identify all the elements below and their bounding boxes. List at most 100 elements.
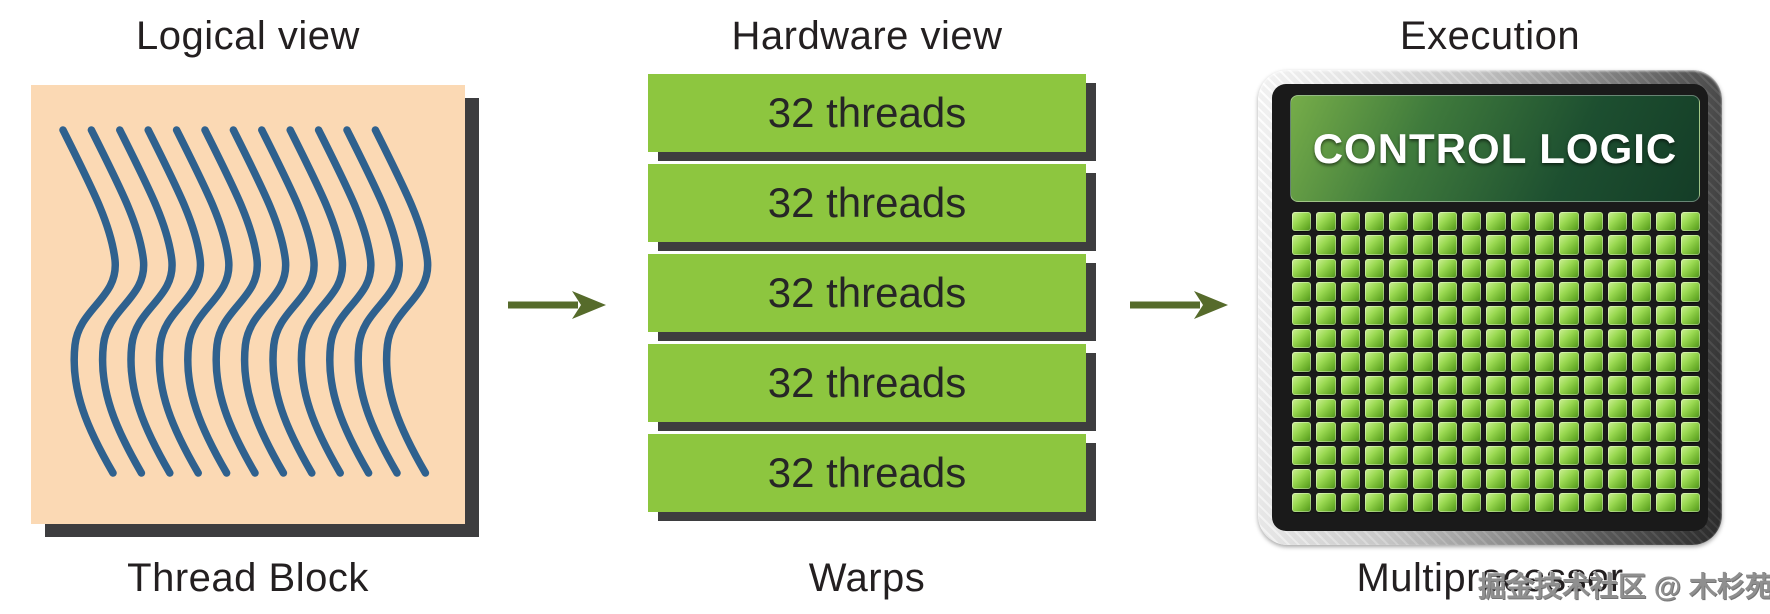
core-cell	[1389, 492, 1409, 512]
core-cell	[1292, 469, 1312, 489]
core-cell	[1340, 422, 1360, 442]
warp-bar-label: 32 threads	[767, 89, 967, 136]
core-cell	[1632, 399, 1652, 419]
core-cell	[1583, 492, 1603, 512]
core-cell	[1364, 445, 1385, 466]
core-cell	[1437, 422, 1458, 442]
core-cell	[1413, 469, 1433, 489]
core-cell	[1364, 399, 1385, 419]
core-cell	[1340, 235, 1360, 255]
core-cell	[1292, 492, 1312, 512]
watermark: 掘金技术社区 @ 木杉苑	[1478, 571, 1770, 602]
warp-bar: 32 threads	[648, 74, 1096, 161]
core-cell	[1607, 212, 1628, 232]
core-cell	[1607, 422, 1628, 442]
core-cell	[1559, 399, 1579, 419]
core-cell	[1413, 235, 1433, 255]
core-cell	[1292, 258, 1312, 279]
warp-bar: 32 threads	[648, 434, 1096, 521]
core-cell	[1462, 445, 1482, 466]
core-cell	[1364, 282, 1385, 302]
core-cell	[1340, 282, 1360, 302]
core-cell	[1583, 422, 1603, 442]
core-cell	[1680, 375, 1700, 396]
core-cell	[1413, 282, 1433, 302]
thread-block-caption: Thread Block	[127, 556, 369, 600]
core-cell	[1583, 375, 1603, 396]
core-cell	[1510, 282, 1530, 302]
core-cell	[1510, 445, 1530, 466]
core-cell	[1364, 492, 1385, 512]
core-cell	[1607, 235, 1628, 255]
core-cell	[1413, 422, 1433, 442]
core-cell	[1583, 258, 1603, 279]
core-cell	[1632, 282, 1652, 302]
core-cell	[1316, 258, 1336, 279]
core-cell	[1559, 422, 1579, 442]
core-cell	[1510, 469, 1530, 489]
hardware-view-title: Hardware view	[731, 14, 1003, 58]
core-cell	[1680, 212, 1700, 232]
core-cell	[1462, 328, 1482, 349]
core-cell	[1680, 469, 1700, 489]
thread-line	[343, 126, 403, 477]
core-cell	[1316, 212, 1336, 232]
core-cell	[1292, 282, 1312, 302]
warp-bar-face: 32 threads	[648, 254, 1086, 332]
core-cell	[1510, 328, 1530, 349]
core-cell	[1462, 469, 1482, 489]
core-cell	[1486, 328, 1506, 349]
core-cell	[1389, 445, 1409, 466]
core-cell	[1340, 399, 1360, 419]
core-cell	[1534, 305, 1555, 325]
warp-bar-label: 32 threads	[767, 359, 967, 406]
core-cell	[1534, 235, 1555, 255]
core-cell	[1413, 258, 1433, 279]
core-cell	[1632, 212, 1652, 232]
core-cell	[1316, 305, 1336, 325]
core-cell	[1607, 258, 1628, 279]
core-cell	[1559, 328, 1579, 349]
core-cell	[1486, 235, 1506, 255]
core-cell	[1632, 492, 1652, 512]
core-cell	[1364, 422, 1385, 442]
core-cell	[1413, 445, 1433, 466]
core-cell	[1316, 469, 1336, 489]
core-cell	[1292, 375, 1312, 396]
core-cell	[1486, 399, 1506, 419]
core-cell	[1486, 492, 1506, 512]
core-cell	[1607, 305, 1628, 325]
core-cell	[1364, 212, 1385, 232]
thread-line	[314, 126, 375, 477]
core-cell	[1680, 328, 1700, 349]
warp-bar-face: 32 threads	[648, 164, 1086, 242]
core-cell	[1680, 399, 1700, 419]
core-cell	[1340, 352, 1360, 372]
core-cell	[1437, 258, 1458, 279]
thread-line	[286, 126, 347, 477]
core-cell	[1680, 422, 1700, 442]
multiprocessor-chip: CONTROL LOGIC	[1258, 70, 1722, 545]
core-cell	[1389, 305, 1409, 325]
core-cell	[1510, 235, 1530, 255]
core-cell	[1656, 235, 1676, 255]
core-cell	[1389, 399, 1409, 419]
arrow-right-icon	[508, 291, 606, 319]
core-cell	[1559, 305, 1579, 325]
core-cell	[1583, 328, 1603, 349]
core-cell	[1486, 305, 1506, 325]
warp-bar-face: 32 threads	[648, 434, 1086, 512]
core-cell	[1340, 445, 1360, 466]
core-cell	[1292, 212, 1312, 232]
warp-bar: 32 threads	[648, 164, 1096, 251]
core-cell	[1534, 328, 1555, 349]
core-cell	[1583, 469, 1603, 489]
core-cell	[1316, 445, 1336, 466]
core-cell	[1632, 352, 1652, 372]
core-cell	[1462, 258, 1482, 279]
core-cell	[1534, 492, 1555, 512]
core-cell	[1559, 375, 1579, 396]
core-cell	[1340, 492, 1360, 512]
core-cell	[1364, 328, 1385, 349]
core-cell	[1656, 422, 1676, 442]
